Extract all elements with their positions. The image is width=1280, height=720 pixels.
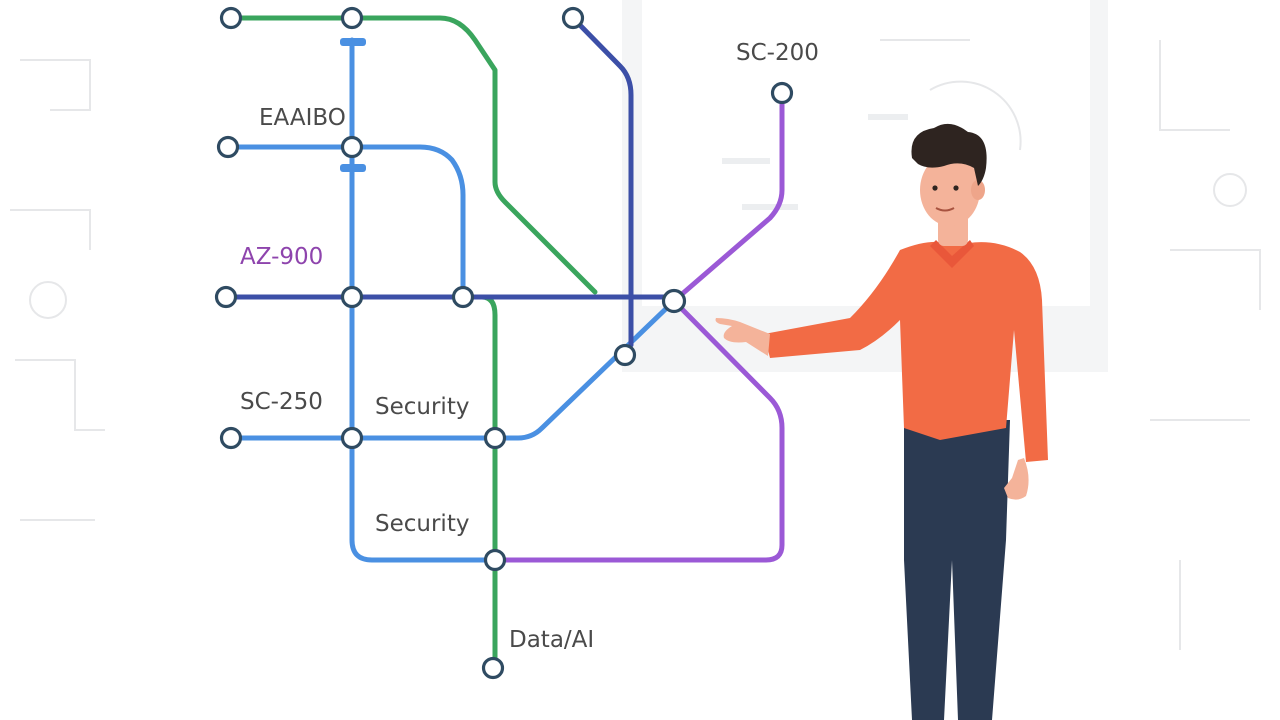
station — [481, 656, 505, 680]
presenter-shirt — [764, 241, 1048, 462]
label-eaaibo: EAAIBO — [259, 105, 346, 131]
station — [770, 81, 794, 105]
station — [483, 548, 507, 572]
label-security-lower: Security — [375, 511, 469, 537]
blue-line-lower-branch — [228, 298, 677, 441]
label-sc200: SC-200 — [736, 40, 819, 66]
station-labels: SC-200 EAAIBO AZ-900 SC-250 Security Sec… — [240, 40, 819, 653]
metro-lines — [223, 15, 785, 671]
station — [219, 6, 243, 30]
presenter-face — [920, 154, 980, 226]
station — [340, 426, 364, 450]
station — [340, 6, 364, 30]
station — [340, 285, 364, 309]
presenter-ear — [971, 180, 985, 200]
blue-line-upper-branch — [225, 144, 466, 300]
station — [561, 6, 585, 30]
station — [483, 426, 507, 450]
station — [613, 343, 637, 367]
station — [340, 135, 364, 159]
transfer-bar-mid — [340, 164, 366, 172]
label-sc250: SC-250 — [240, 389, 323, 415]
label-security-upper: Security — [375, 394, 469, 420]
purple-line — [492, 90, 785, 563]
transfer-bar-top — [340, 38, 366, 46]
station — [216, 135, 240, 159]
navy-line-diagonal — [570, 15, 634, 348]
label-az900: AZ-900 — [240, 244, 323, 270]
station — [451, 285, 475, 309]
presenter-hair — [911, 123, 987, 186]
presenter-mouth — [935, 207, 955, 212]
presenter-lower-hand — [1004, 458, 1029, 500]
station-hub — [661, 288, 687, 314]
presenter-eye — [953, 185, 959, 191]
green-line-a — [228, 15, 598, 295]
presenter-collar — [930, 240, 974, 268]
label-data-ai: Data/AI — [509, 627, 594, 653]
presenter-pointing-hand — [715, 318, 770, 356]
station — [219, 426, 243, 450]
blue-line-left-trunk — [349, 37, 498, 563]
presenter-pants — [904, 420, 1010, 720]
presenter-eye — [932, 185, 938, 191]
stations — [214, 6, 794, 680]
station — [214, 285, 238, 309]
presenter-figure — [715, 123, 1048, 720]
